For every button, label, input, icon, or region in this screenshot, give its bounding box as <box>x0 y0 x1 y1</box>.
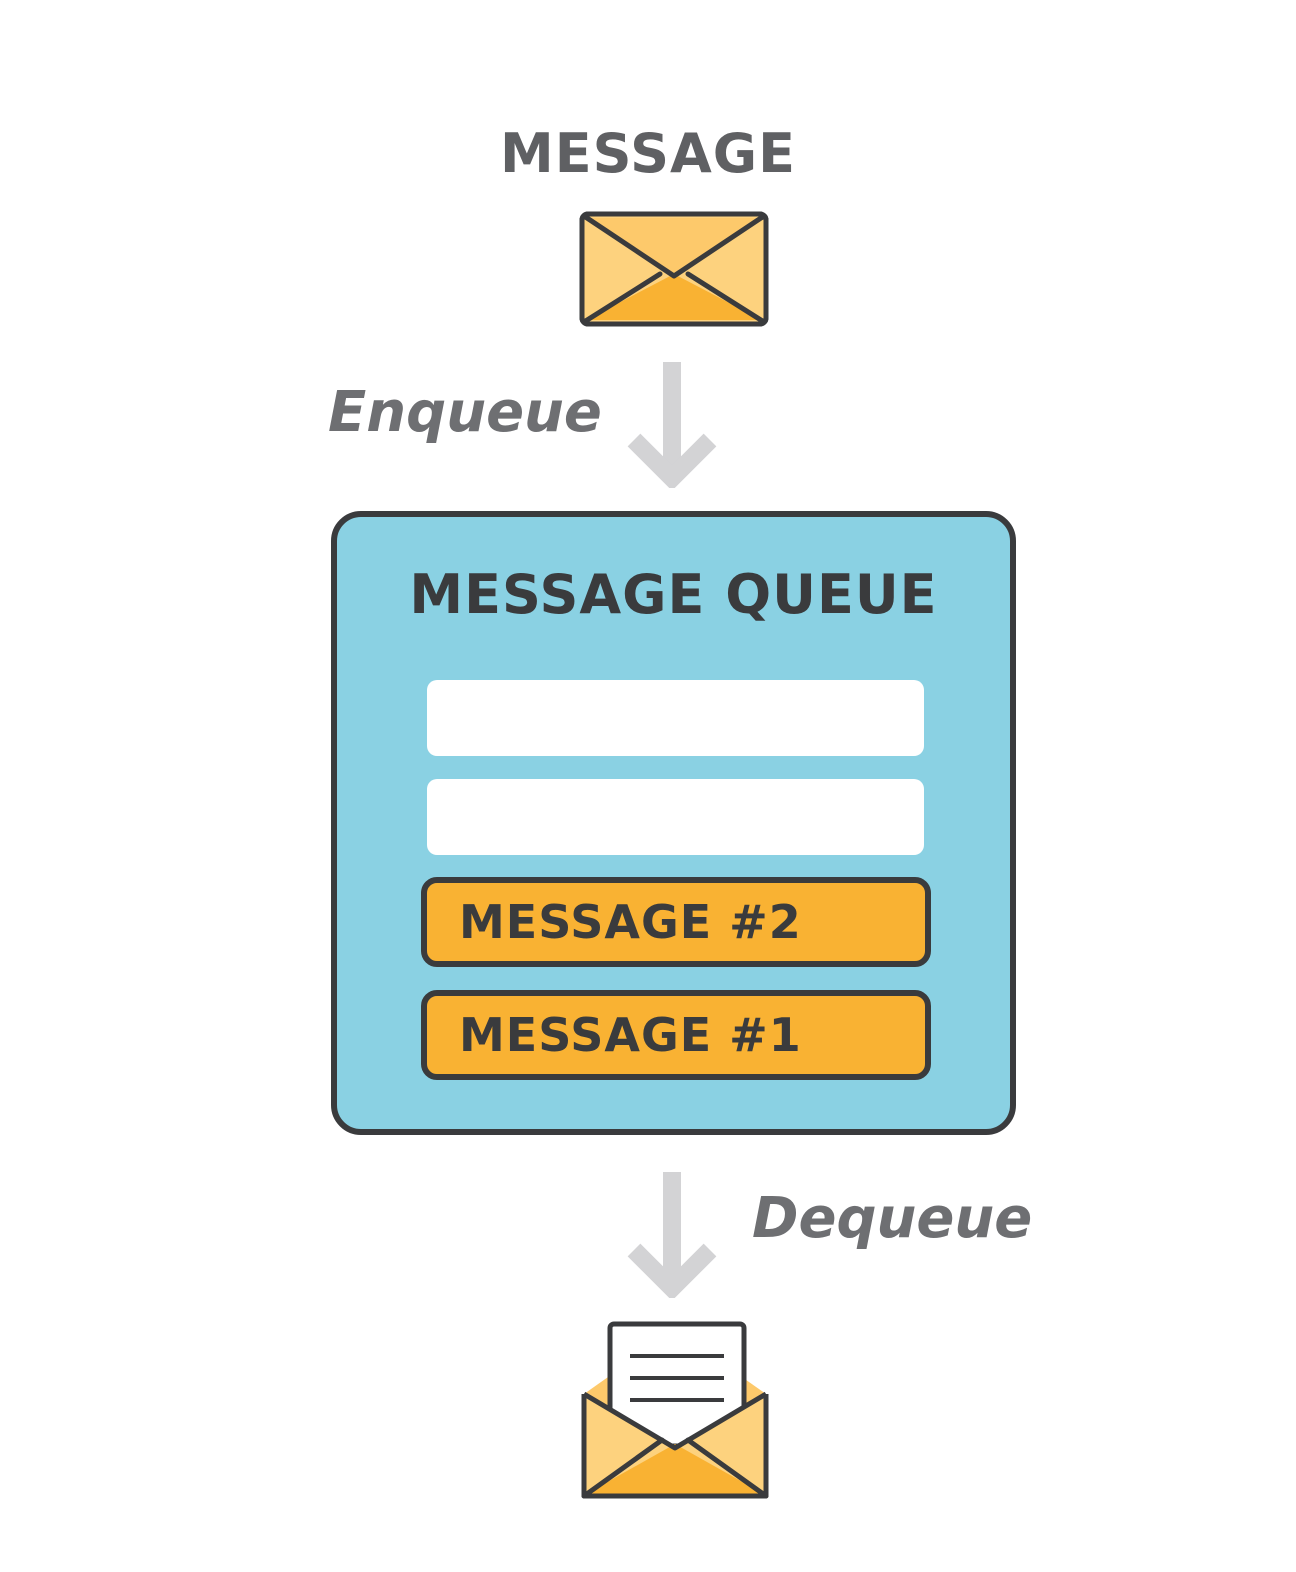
envelope-open-letter-icon <box>581 1321 769 1499</box>
enqueue-label: Enqueue <box>328 380 602 445</box>
empty-queue-slot <box>427 680 924 756</box>
queued-message-label: MESSAGE #1 <box>459 1008 802 1062</box>
queue-title: MESSAGE QUEUE <box>409 563 938 626</box>
dequeue-label: Dequeue <box>752 1186 1033 1251</box>
enqueue-arrow-icon <box>627 362 717 488</box>
dequeue-arrow-icon <box>627 1172 717 1298</box>
message-title: MESSAGE <box>500 122 796 185</box>
queued-message-1: MESSAGE #1 <box>421 990 931 1080</box>
queued-message-2: MESSAGE #2 <box>421 877 931 967</box>
empty-queue-slot <box>427 779 924 855</box>
message-queue-box: MESSAGE QUEUE MESSAGE #2 MESSAGE #1 <box>331 511 1016 1135</box>
queued-message-label: MESSAGE #2 <box>459 895 802 949</box>
envelope-closed-icon <box>579 211 769 327</box>
